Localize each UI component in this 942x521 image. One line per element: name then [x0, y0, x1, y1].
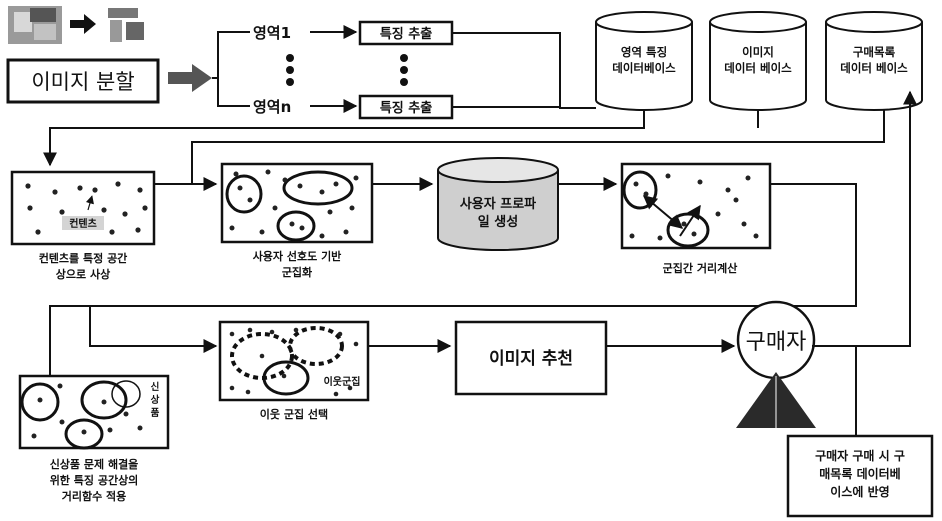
- content-mapping-box: 컨텐츠: [12, 172, 154, 244]
- feature-extract-box-2: 특징 추출: [360, 96, 452, 118]
- new-product-label-2: 상: [151, 394, 160, 406]
- segmented-image-thumbnail: [108, 8, 144, 42]
- distance-function-box: 신 상 품: [20, 376, 168, 448]
- content-point-label: 컨텐츠: [69, 217, 97, 230]
- region-feature-db-line2: 데이터베이스: [612, 61, 676, 75]
- user-profile-cylinder: 사용자 프로파 일 생성: [438, 158, 558, 250]
- neighbor-select-caption: 이웃 군집 선택: [260, 407, 328, 421]
- purchase-db-line1: 구매목록: [853, 45, 896, 59]
- image-segmentation-label: 이미지 분할: [31, 70, 134, 94]
- distance-function-caption-line1: 신상품 문제 해결을: [50, 457, 139, 471]
- image-recommend-label: 이미지 추천: [489, 349, 573, 369]
- user-profile-line2: 일 생성: [478, 215, 518, 230]
- distance-function-caption-line2: 위한 특징 공간상의: [50, 473, 139, 487]
- clustering-caption-line2: 군집화: [282, 265, 312, 279]
- region-ellipsis-dots: [286, 54, 294, 86]
- region-bracket: [212, 32, 250, 106]
- region-feature-db-line1: 영역 특징: [621, 45, 667, 59]
- image-segmentation-box: 이미지 분할: [8, 60, 158, 102]
- user-profile-line1: 사용자 프로파: [460, 196, 536, 212]
- buyer-label: 구매자: [746, 330, 807, 355]
- region-feature-database: 영역 특징 데이터베이스: [596, 12, 692, 110]
- feature-extract-box-1: 특징 추출: [360, 22, 452, 44]
- purchase-db-line2: 데이터 베이스: [840, 61, 908, 75]
- buyer-figure: 구매자: [736, 302, 816, 428]
- distance-function-caption-line3: 거리함수 적용: [62, 489, 127, 503]
- extract-ellipsis-dots: [400, 54, 408, 86]
- purchase-update-line1: 구매자 구매 시 구: [815, 448, 905, 463]
- buyer-to-purchase-db-line: [812, 92, 910, 346]
- feature-extract-label-2: 특징 추출: [380, 100, 432, 116]
- feature-extract-label-1: 특징 추출: [380, 26, 432, 42]
- arrow-right-icon: [70, 14, 96, 34]
- region-last-label: 영역n: [253, 98, 291, 116]
- purchase-update-box: 구매자 구매 시 구 매목록 데이터베 이스에 반영: [788, 436, 932, 516]
- new-product-label-1: 신: [151, 381, 160, 393]
- extract-to-db-lines: [452, 33, 596, 108]
- connector-to-neighbor-box: [90, 306, 216, 346]
- image-db-line1: 이미지: [742, 45, 774, 59]
- new-product-label-3: 품: [151, 408, 160, 419]
- cluster-distance-box: [622, 164, 770, 248]
- neighbor-cluster-box: 이웃군집: [220, 322, 368, 400]
- purchase-update-line3: 이스에 반영: [830, 484, 889, 499]
- image-recommend-box: 이미지 추천: [456, 322, 606, 394]
- preference-clustering-box: [222, 164, 372, 242]
- clustering-caption-line1: 사용자 선호도 기반: [253, 249, 342, 263]
- region-first-label: 영역1: [253, 24, 291, 42]
- purchase-update-line2: 매목록 데이터베: [819, 466, 900, 481]
- image-db-line2: 데이터 베이스: [724, 61, 792, 75]
- cluster-distance-caption: 군집간 거리계산: [663, 261, 738, 275]
- image-database: 이미지 데이터 베이스: [710, 12, 806, 110]
- thick-arrow-icon: [168, 64, 212, 92]
- purchase-list-database: 구매목록 데이터 베이스: [826, 12, 922, 110]
- source-image-thumbnail: [8, 6, 62, 44]
- neighbor-cluster-label: 이웃군집: [324, 375, 361, 388]
- map-content-caption-line1: 컨텐츠를 특정 공간: [39, 251, 128, 265]
- map-content-caption-line2: 상으로 사상: [56, 267, 110, 281]
